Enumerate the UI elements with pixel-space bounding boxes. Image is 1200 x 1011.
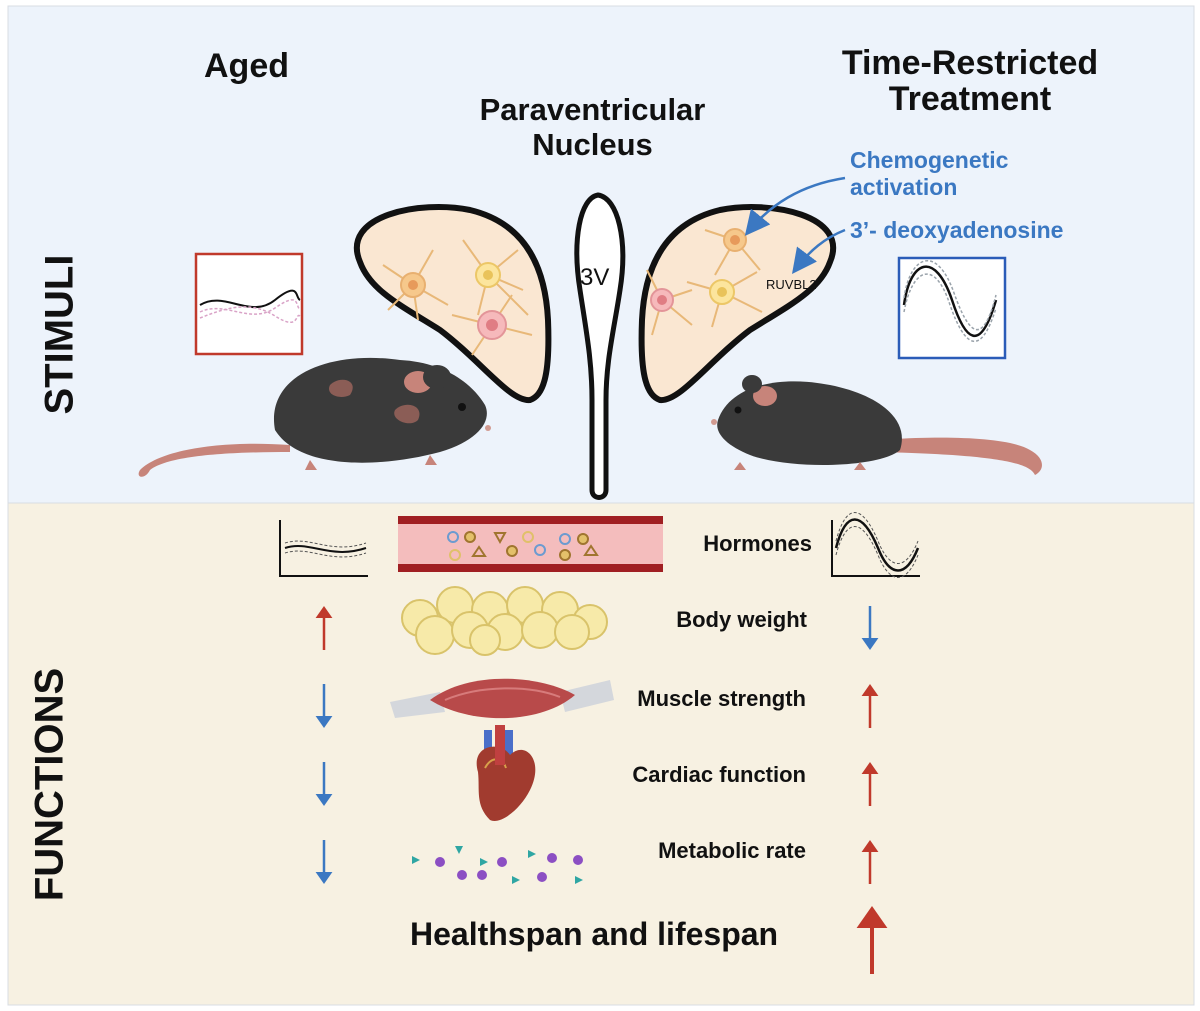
pvn-header: Paraventricular Nucleus [445, 92, 740, 162]
chemogenetic-line1: Chemogenetic [850, 147, 1009, 173]
stimuli-label: STIMULI [37, 254, 82, 415]
muscle-icon [390, 678, 614, 719]
third-ventricle [574, 192, 626, 500]
fat-cells-icon [401, 586, 608, 656]
aged-header: Aged [204, 47, 289, 85]
mouse-aged-icon [138, 357, 491, 477]
mouse-young-icon [711, 375, 1042, 475]
pvn-header-line2: Nucleus [532, 127, 653, 162]
functions-label: FUNCTIONS [27, 667, 72, 902]
function-label-body-weight: Body weight [676, 607, 807, 632]
treated-up-arrow [861, 762, 879, 806]
treated-hormone-plot [831, 512, 920, 578]
aged-rhythm-box [194, 252, 304, 356]
aged-hormone-plot [279, 520, 368, 577]
aged-up-arrow [315, 606, 333, 650]
pvn-left-lobe [354, 204, 552, 403]
gene-label: RUVBL2 [766, 277, 817, 292]
deoxyadenosine-label: 3’- deoxyadenosine [850, 217, 1064, 243]
chemogenetic-line2: activation [850, 174, 958, 200]
heart-icon [476, 725, 536, 821]
treatment-header-line1: Time-Restricted [841, 44, 1099, 82]
aged-down-arrow [315, 762, 333, 806]
chemogenetic-arrow [744, 176, 846, 236]
pvn-header-line1: Paraventricular [479, 92, 706, 127]
function-label-hormones: Hormones [703, 531, 812, 556]
treated-rhythm-box [897, 256, 1007, 360]
neuron-icon [382, 239, 533, 356]
function-label-metabolic-rate: Metabolic rate [658, 838, 806, 863]
function-label-cardiac-function: Cardiac function [632, 762, 806, 787]
outcome-label: Healthspan and lifespan [410, 916, 779, 952]
function-label-muscle-strength: Muscle strength [637, 686, 806, 711]
treatment-header-line2: Treatment [888, 80, 1052, 118]
treated-up-arrow [861, 840, 879, 884]
treatment-header: Time-Restricted Treatment [800, 45, 1140, 117]
outcome-up-arrow [856, 906, 888, 974]
deoxyadenosine-arrow [791, 228, 846, 274]
pvn-right-lobe [638, 204, 836, 403]
treated-down-arrow [861, 606, 879, 650]
metabolite-icon [412, 846, 583, 884]
aged-down-arrow [315, 840, 333, 884]
chemogenetic-label: Chemogenetic activation [850, 147, 1008, 201]
treated-up-arrow [861, 684, 879, 728]
blood-vessel-icon [398, 516, 663, 572]
aged-down-arrow [315, 684, 333, 728]
functions-panel [7, 502, 1195, 1006]
ventricle-label: 3V [580, 264, 610, 291]
